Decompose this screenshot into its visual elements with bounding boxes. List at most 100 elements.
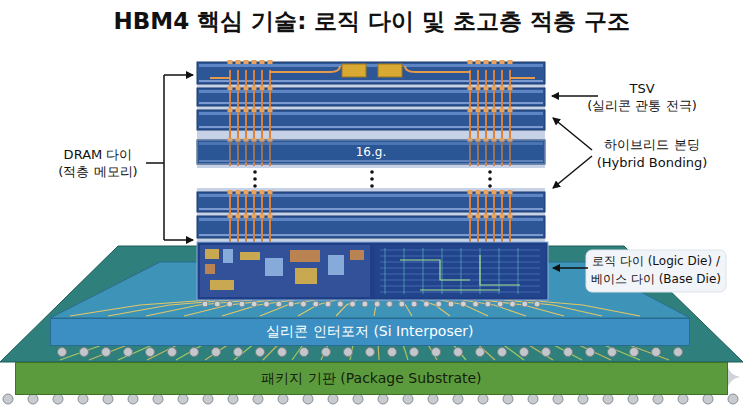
logic-die <box>197 242 548 300</box>
circuit-line <box>380 286 540 287</box>
micro-bump <box>276 301 282 307</box>
c4-bump <box>652 348 661 357</box>
top-routing <box>210 66 535 78</box>
tsv-pad <box>244 60 249 64</box>
interposer-trace <box>260 300 315 316</box>
micro-bump <box>387 301 393 307</box>
micro-bump <box>362 301 368 307</box>
die-stripe <box>199 218 543 221</box>
callout-label: 베이스 다이 (Base Die) <box>591 273 721 286</box>
tsv-pad <box>228 214 233 218</box>
tsv-pad <box>244 108 249 112</box>
c4-bump <box>146 348 155 357</box>
circuit-line <box>380 256 540 257</box>
node-text: 실리콘 인터포저 (Si Interposer) <box>266 323 473 341</box>
tsv-pad <box>252 60 257 64</box>
c4-bump <box>454 348 463 357</box>
circuit-line <box>442 248 443 294</box>
tsv-pad <box>244 190 249 194</box>
circuit-line <box>461 248 462 294</box>
circuit-block <box>205 264 215 274</box>
circuit-line <box>385 248 386 294</box>
solder-ball <box>528 394 538 404</box>
substrate-band: 패키지 기판 (Package Substrate) <box>15 362 728 395</box>
circuit-line <box>423 248 424 294</box>
c4-bump <box>674 348 683 357</box>
callout-label: (적층 메모리) <box>58 165 137 179</box>
tsv-pad <box>484 86 489 90</box>
tsv-pad <box>476 214 481 218</box>
circuit-block <box>265 258 283 276</box>
tsv-pad <box>500 214 505 218</box>
solder-ball <box>178 394 188 404</box>
bonding-layer <box>197 238 545 242</box>
c4-bump <box>212 348 221 357</box>
callout-label: 로직 다이 (Logic Die) / <box>592 255 720 268</box>
micro-bump <box>239 301 245 307</box>
circuit-block <box>328 255 344 275</box>
circuit-line <box>380 268 540 269</box>
solder-ball <box>703 394 713 404</box>
solder-ball <box>503 394 513 404</box>
leader-arrow <box>553 156 592 188</box>
tsv-pad <box>492 214 497 218</box>
interposer-trace <box>441 300 488 316</box>
leader-arrow <box>553 267 588 269</box>
c4-bump <box>586 348 595 357</box>
c4-bump <box>234 348 243 357</box>
tsv-pad <box>468 86 473 90</box>
die-stripe <box>199 208 543 210</box>
tsv-pad <box>492 190 497 194</box>
die-stripe <box>199 194 543 197</box>
solder-ball <box>328 394 338 404</box>
die-stripe <box>199 102 543 104</box>
tsv-pad <box>500 86 505 90</box>
tsv-pad <box>484 60 489 64</box>
c4-bump <box>476 348 485 357</box>
solder-ball <box>103 394 113 404</box>
interposer-trace <box>420 300 450 316</box>
continuation-dots <box>253 170 492 188</box>
micro-bump <box>337 301 343 307</box>
die-stripe <box>199 64 543 67</box>
tsv-pad <box>268 190 273 194</box>
circuit-block <box>223 249 233 263</box>
callout-label: 하이브리드 본딩 <box>604 138 699 152</box>
tsv-pad <box>228 60 233 64</box>
micro-bump <box>497 301 503 307</box>
solder-ball <box>653 394 663 404</box>
c4-bump <box>190 348 199 357</box>
tsv-pad <box>476 86 481 90</box>
solder-ball <box>228 394 238 404</box>
c4-bump <box>388 348 397 357</box>
c4-bump <box>432 348 441 357</box>
tsv-pad <box>500 190 505 194</box>
micro-bump <box>460 301 466 307</box>
title: HBM4 핵심 기술: 로직 다이 및 초고층 적층 구조 <box>114 9 631 34</box>
solder-ball <box>78 394 88 404</box>
circuit-line <box>404 248 405 294</box>
circuit-block <box>240 252 260 260</box>
c4-bump <box>256 348 265 357</box>
tsv-pad <box>236 214 241 218</box>
dram-die <box>197 110 545 130</box>
solder-ball <box>253 394 263 404</box>
tsv-pad <box>268 214 273 218</box>
micro-bump <box>436 301 442 307</box>
c4-bump <box>542 348 551 357</box>
dram-die <box>197 192 545 212</box>
interposer-trace <box>146 300 252 316</box>
c4-bump <box>168 348 177 357</box>
dram-die <box>197 62 545 84</box>
c4-bump <box>58 348 67 357</box>
label-backdrop <box>586 250 726 292</box>
solder-ball <box>428 394 438 404</box>
c4-bump <box>102 348 111 357</box>
circuit-block <box>210 280 234 290</box>
solder-ball <box>728 394 738 404</box>
solder-ball <box>578 394 588 404</box>
tsv-pad <box>492 108 497 112</box>
tsv-pad <box>228 108 233 112</box>
micro-bump <box>510 301 516 307</box>
micro-bump <box>473 301 479 307</box>
